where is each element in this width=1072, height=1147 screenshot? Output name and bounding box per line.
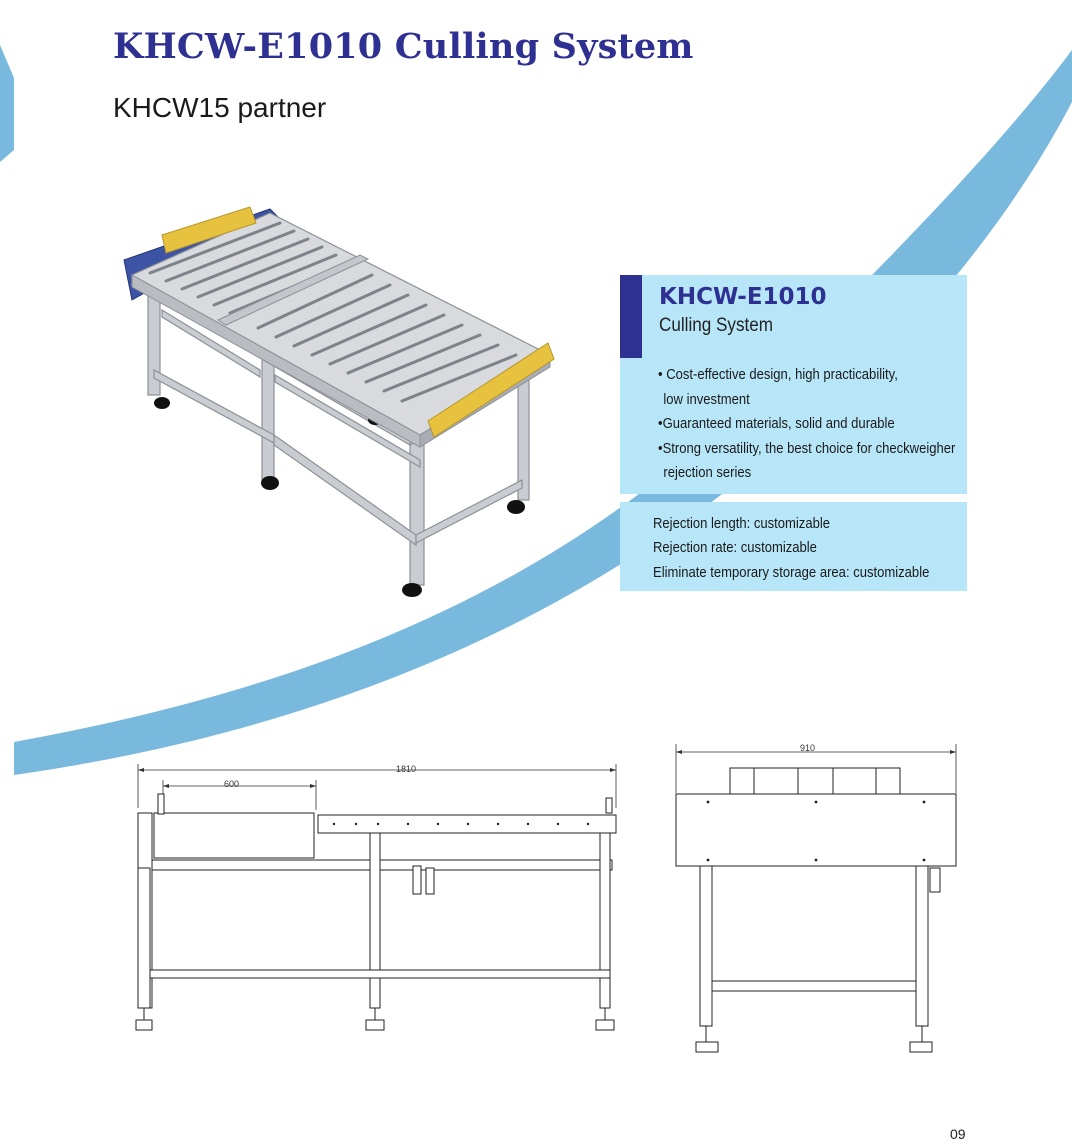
product-render-image (123, 206, 555, 597)
front-view-drawing: 910 (675, 743, 957, 1053)
page-title: KHCW-E1010 Culling System (113, 26, 694, 67)
card-accent-bar (620, 275, 642, 358)
feature-item: • Cost-effective design, high practicabi… (658, 367, 898, 383)
side-view-drawing: 1810 600 (135, 764, 617, 1031)
dimension-section-length: 600 (224, 779, 239, 789)
feature-list: • Cost-effective design, high practicabi… (620, 358, 967, 494)
feature-item: •Strong versatility, the best choice for… (658, 440, 956, 457)
card-model-name: KHCW-E1010 (659, 284, 827, 310)
product-info-card: KHCW-E1010 Culling System • Cost-effecti… (620, 275, 967, 591)
spec-item: Rejection length: customizable (653, 515, 831, 532)
feature-item: rejection series (663, 465, 752, 481)
page-number: 09 (950, 1126, 966, 1142)
feature-item: low investment (663, 391, 750, 408)
feature-item: •Guaranteed materials, solid and durable (658, 416, 895, 432)
dimension-overall-width: 910 (800, 743, 815, 753)
card-product-name: Culling System (659, 315, 774, 336)
spec-item: Eliminate temporary storage area: custom… (653, 564, 930, 581)
card-header: KHCW-E1010 Culling System (620, 275, 967, 358)
spec-list: Rejection length: customizable Rejection… (620, 501, 967, 591)
page-subtitle: KHCW15 partner (113, 92, 327, 123)
spec-item: Rejection rate: customizable (653, 540, 817, 556)
dimension-overall-length: 1810 (396, 764, 416, 774)
